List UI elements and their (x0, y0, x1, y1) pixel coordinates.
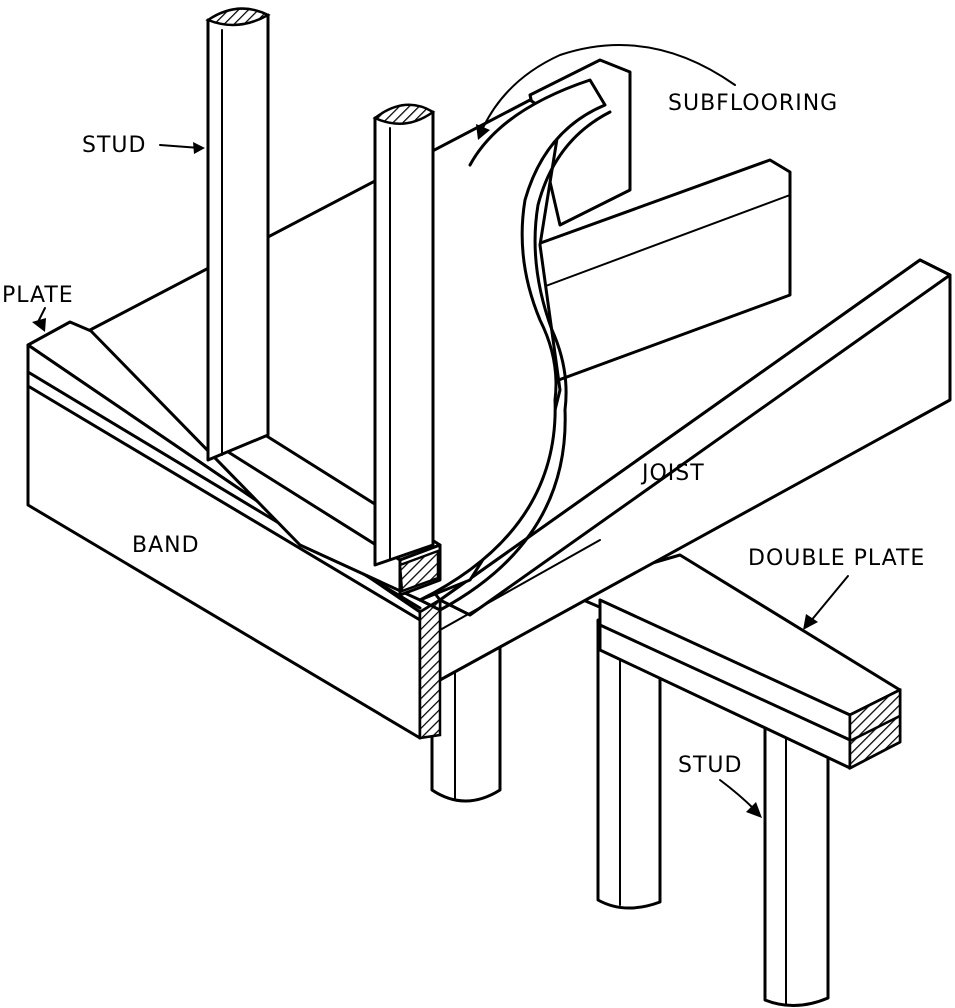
lower-stud-left (596, 598, 662, 910)
stud-bottom-label: STUD (678, 753, 742, 778)
band-label: BAND (132, 533, 200, 558)
lower-stud-center (430, 638, 502, 803)
plate-label: PLATE (2, 283, 74, 308)
subflooring-label: SUBFLOORING (668, 91, 838, 116)
lower-stud-right (763, 718, 830, 1008)
lower-studs (430, 598, 830, 1008)
band-end-grain (418, 597, 442, 740)
double-plate (558, 553, 902, 771)
double-plate-label: DOUBLE PLATE (748, 546, 925, 571)
stud-top-label: STUD (82, 133, 146, 158)
joist-label: JOIST (640, 461, 705, 486)
upper-studs (205, 7, 436, 567)
subflooring (418, 78, 607, 602)
leader-lines (32, 44, 849, 818)
stud-right (373, 110, 435, 567)
stud-left (206, 13, 270, 462)
